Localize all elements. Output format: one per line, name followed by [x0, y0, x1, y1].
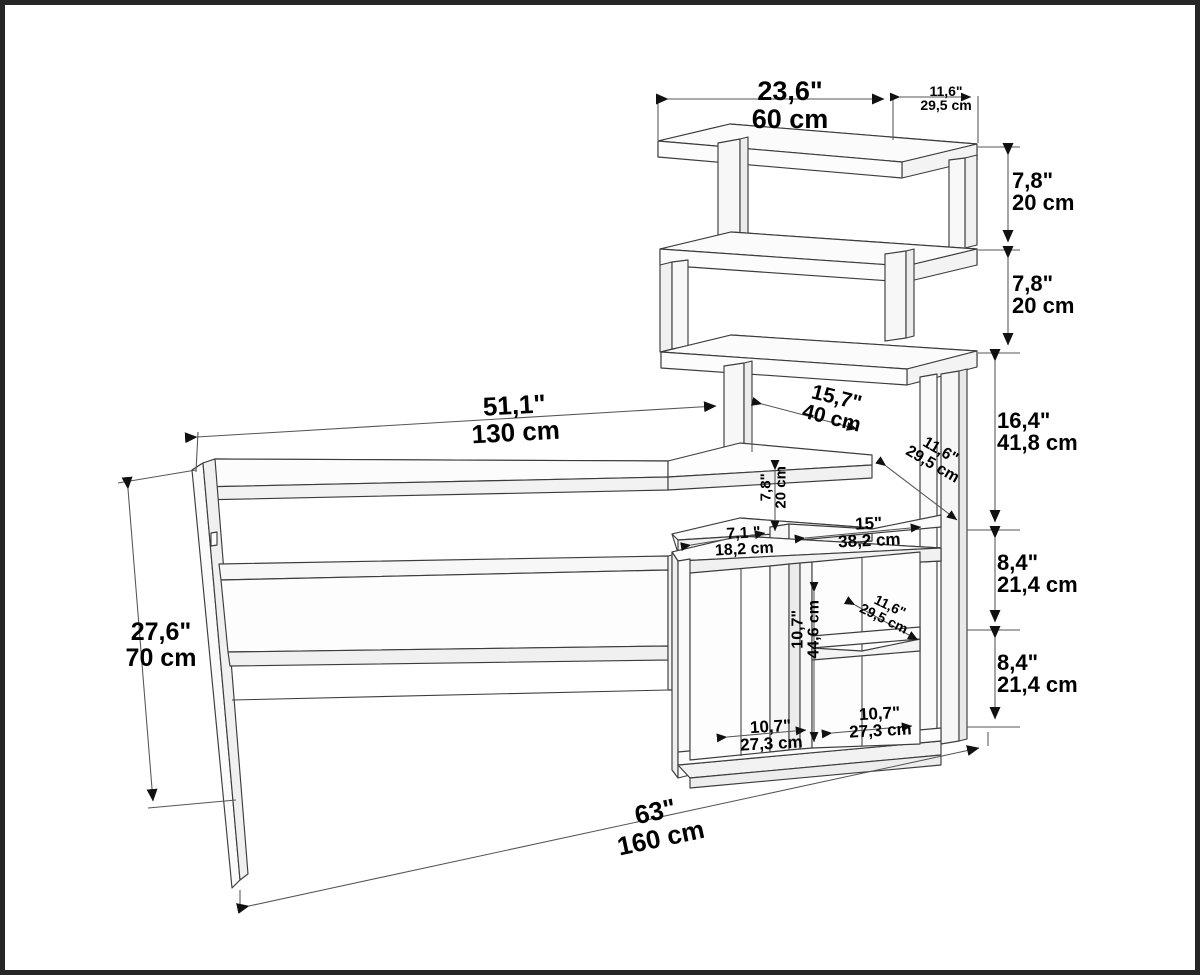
dim-value-inches: 11,6"	[929, 83, 963, 99]
dim-value-inches: 7,8"	[1012, 271, 1054, 296]
dim-value-metric: 21,4 cm	[997, 572, 1078, 598]
dim-label-cabinet-right-width: 10,7" 27,3 cm	[827, 702, 933, 742]
dim-desk-top-length	[184, 401, 717, 444]
shelf-post-to-desk	[723, 360, 753, 464]
dim-label-shelf-tier-1: 7,8" 20 cm	[1012, 168, 1104, 216]
dim-label-top-shelf-depth: 11,6" 29,5 cm	[898, 84, 994, 113]
dim-value-inches: 7,8"	[757, 473, 775, 502]
dim-value-inches: 23,6"	[757, 76, 823, 106]
shelf-right-side-panel-upper	[948, 154, 978, 251]
dim-niche-left-width	[680, 530, 766, 552]
dim-value-inches: 27,6"	[130, 618, 192, 646]
dim-label-cabinet-tier-2: 8,4" 21,4 cm	[997, 650, 1113, 698]
dim-label-cabinet-tall-compartment: 10,7" 44,6 cm	[789, 574, 824, 684]
dim-label-niche-height: 7,8" 20 cm	[757, 439, 790, 535]
dim-value-inches: 16,4"	[997, 408, 1051, 433]
dim-shelf-side-depth	[875, 456, 958, 521]
dim-label-cabinet-left-width: 10,7" 27,3 cm	[718, 715, 824, 755]
dim-value-metric: 44,6 cm	[806, 599, 823, 659]
dim-value-inches: 10,7"	[789, 609, 807, 649]
dim-value-metric: 20 cm	[1012, 293, 1075, 319]
leg-hardware-nub	[210, 531, 218, 547]
dim-value-metric: 60 cm	[751, 103, 829, 134]
dim-cabinet-right-width	[821, 722, 913, 739]
middle-shelf-board	[659, 231, 978, 283]
shelf-left-side-panel	[659, 259, 689, 353]
shelf-divider-lower-right	[884, 248, 915, 342]
desk-top-rear-plane	[667, 442, 873, 491]
dim-label-desk-clearance: 16,4" 41,8 cm	[997, 408, 1113, 456]
desk-right-panel	[667, 554, 673, 691]
dim-label-niche-left-width: 7,1 " 18,2 cm	[695, 524, 793, 562]
dim-cabinet-left-width	[716, 726, 807, 743]
cabinet-right-outer-panel	[940, 368, 968, 745]
dim-label-desk-height: 27,6" 70 cm	[106, 618, 216, 672]
dim-label-top-shelf-width: 23,6" 60 cm	[700, 76, 880, 134]
dim-overall-width	[236, 745, 980, 914]
dim-value-metric: 29,5 cm	[920, 97, 972, 114]
dim-label-cabinet-tier-1: 8,4" 21,4 cm	[997, 550, 1113, 598]
dim-value-inches: 8,4"	[997, 550, 1039, 575]
dim-cabinet-shelf-depth	[843, 596, 919, 641]
dim-desk-height	[121, 476, 158, 802]
desk-left-leg-panel	[191, 458, 249, 889]
lower-shelf-board	[660, 334, 978, 386]
dim-value-metric: 20 cm	[1012, 190, 1075, 216]
dim-desk-depth	[750, 397, 858, 431]
dim-label-shelf-tier-2: 7,8" 20 cm	[1012, 271, 1104, 319]
ext-line	[117, 469, 197, 484]
dim-value-metric: 41,8 cm	[997, 430, 1078, 456]
dim-label-niche-right-width: 15" 38,2 cm	[816, 513, 921, 552]
desk-rear-line	[231, 689, 669, 701]
dim-niche-right-width	[794, 523, 922, 544]
dim-label-desk-top-length: 51,1" 130 cm	[434, 388, 597, 450]
dim-value-inches: 8,4"	[997, 650, 1039, 675]
dimension-lines	[117, 92, 1020, 914]
dim-value-metric: 21,4 cm	[997, 672, 1078, 698]
desk-modesty-panel	[218, 555, 669, 667]
dim-value-metric: 70 cm	[125, 643, 197, 672]
dim-value-inches: 7,8"	[1012, 168, 1054, 193]
dim-value-metric: 20 cm	[773, 466, 790, 509]
ext-line	[147, 799, 237, 809]
